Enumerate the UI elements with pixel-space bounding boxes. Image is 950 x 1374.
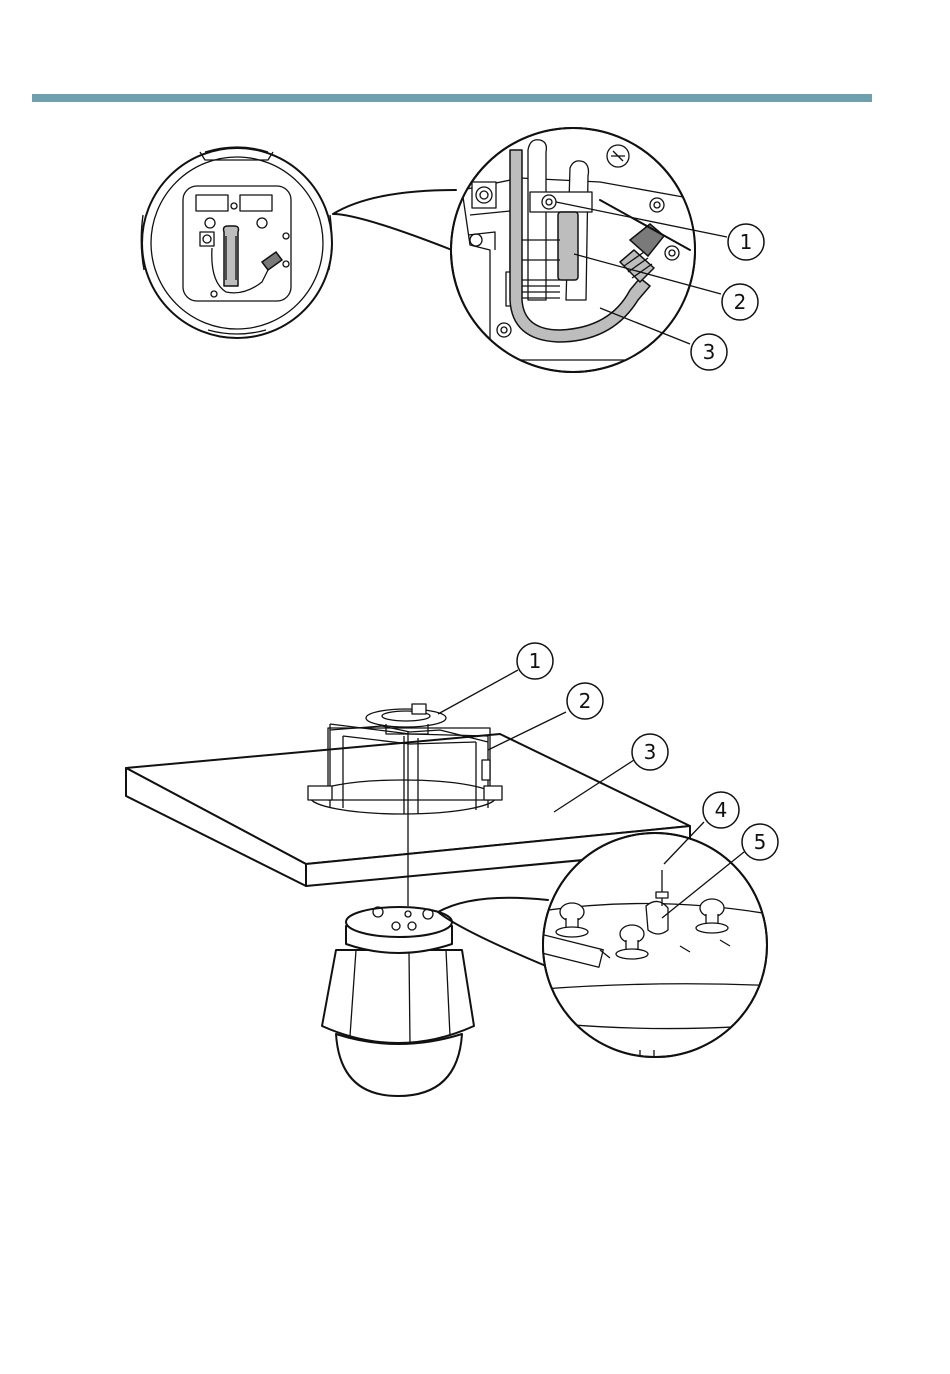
- callout-2-4: 4: [703, 792, 739, 828]
- callout-2-2-leader: [488, 712, 566, 750]
- callout-2-4-number: 4: [715, 798, 728, 822]
- camera-top-overview: [141, 147, 332, 338]
- dome-camera: [322, 907, 474, 1096]
- callout-2-3-number: 3: [644, 740, 657, 764]
- callout-2-1: 1: [517, 643, 553, 679]
- callout-2-3: 3: [632, 734, 668, 770]
- callout-2-1-number: 1: [529, 649, 542, 673]
- callout-2-1-leader: [438, 670, 518, 714]
- callout-2-5: 5: [742, 824, 778, 860]
- callout-2: 2: [722, 284, 758, 320]
- header-rule: [32, 94, 872, 102]
- callout-3: 3: [691, 334, 727, 370]
- callout-2-number: 2: [734, 290, 747, 314]
- figure-ceiling-installation: 1 2 3 4 5: [0, 630, 950, 1110]
- figure-cable-routing: 1 2 3: [0, 120, 950, 390]
- callout-1: 1: [728, 224, 764, 260]
- detail-magnifier-2: [500, 833, 780, 1060]
- detail-magnifier-1: [451, 128, 700, 372]
- callout-2-2: 2: [567, 683, 603, 719]
- callout-1-number: 1: [740, 230, 753, 254]
- callout-2-2-number: 2: [579, 689, 592, 713]
- magnifier-connector: [333, 190, 456, 250]
- callout-3-number: 3: [703, 340, 716, 364]
- callout-2-5-number: 5: [754, 830, 767, 854]
